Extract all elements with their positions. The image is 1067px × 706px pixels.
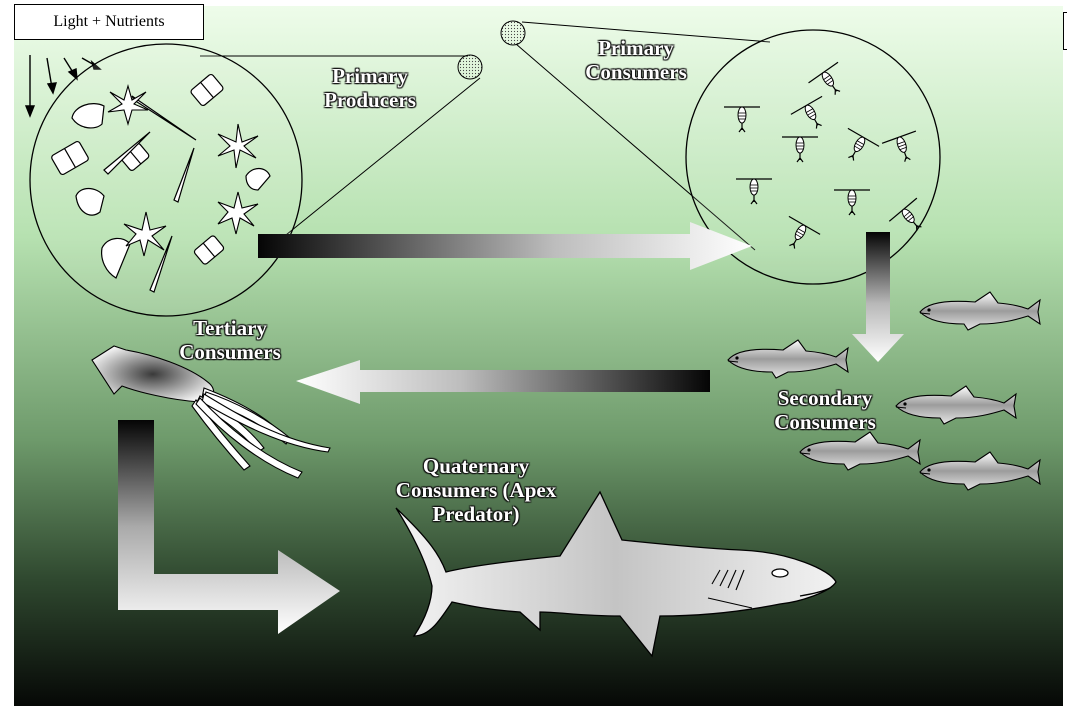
tertiary-consumers-label: Tertiary Consumers [160, 316, 300, 364]
label-line: Primary [598, 36, 674, 60]
label-line: Consumers [179, 340, 281, 364]
label-line: Consumers [774, 410, 876, 434]
secondary-consumers-label: Secondary Consumers [750, 386, 900, 434]
label-line: Predator) [432, 502, 520, 526]
producers-zoom-lines [200, 55, 481, 257]
label-line: Producers [324, 88, 416, 112]
producers-zoom-source [457, 54, 483, 80]
arrow-tertiary-to-quaternary [118, 420, 340, 634]
label-line: Consumers [585, 60, 687, 84]
light-nutrients-label: Light + Nutrients [14, 4, 204, 40]
copepod-icon [685, 29, 941, 285]
label-line: Tertiary [193, 316, 267, 340]
shark-icon [395, 490, 837, 658]
label-line: Secondary [777, 386, 873, 410]
primary-producers-label: Primary Producers [300, 64, 440, 112]
arrow-producers-to-primary [258, 222, 752, 270]
squid-icon [91, 345, 331, 479]
sunlight-arrows-icon [24, 55, 102, 118]
edge-box [1063, 12, 1067, 50]
consumers-zoom-source [500, 20, 526, 46]
phytoplankton-icon [29, 43, 303, 317]
arrow-primary-to-secondary [852, 232, 904, 362]
quaternary-consumers-label: Quaternary Consumers (Apex Predator) [386, 454, 566, 526]
label-line: Consumers (Apex [395, 478, 557, 502]
consumers-zoom-lines [515, 21, 771, 251]
label-line: Primary [332, 64, 408, 88]
primary-consumers-label: Primary Consumers [566, 36, 706, 84]
arrow-secondary-to-tertiary [296, 360, 710, 404]
label-line: Quaternary [422, 454, 530, 478]
